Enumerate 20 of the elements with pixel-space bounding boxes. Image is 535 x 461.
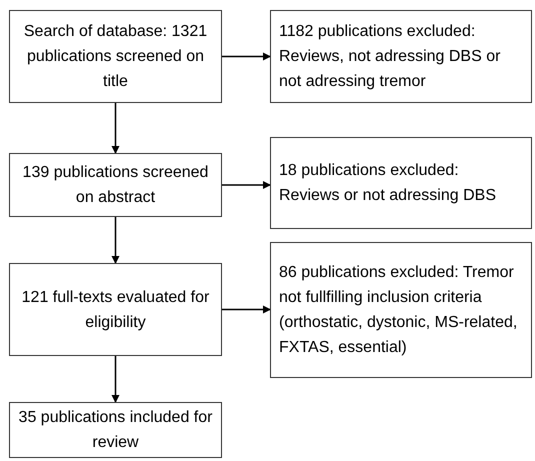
- box-text: 1182 publications excluded: Reviews, not adressing DBS or not adressing tremor: [279, 22, 502, 92]
- arrow: [112, 217, 120, 264]
- process-box: [9, 153, 222, 217]
- box-text: 139 publications screened on abstract: [22, 163, 210, 208]
- box-text: Search of database: 1321 publications screened on title: [22, 22, 208, 92]
- arrow: [112, 356, 120, 403]
- arrow: [112, 103, 120, 154]
- arrow: [222, 306, 271, 314]
- process-box: [9, 10, 222, 103]
- box-text: 86 publications excluded: Tremor not fullfilling inclusion criteria (orthostatic, dystonic, MS-related, FXTAS, essential): [279, 263, 518, 358]
- box-text: 35 publications included for review: [18, 408, 213, 453]
- box-text: 121 full-texts evaluated for eligibility: [20, 288, 210, 332]
- process-box: [9, 402, 222, 458]
- process-box: [270, 10, 532, 103]
- process-box: [270, 137, 532, 229]
- process-box: [270, 242, 532, 378]
- box-text: 18 publications excluded: Reviews or not adressing DBS: [279, 161, 497, 206]
- process-box: [9, 263, 222, 356]
- arrow: [222, 181, 271, 189]
- arrow: [222, 52, 271, 60]
